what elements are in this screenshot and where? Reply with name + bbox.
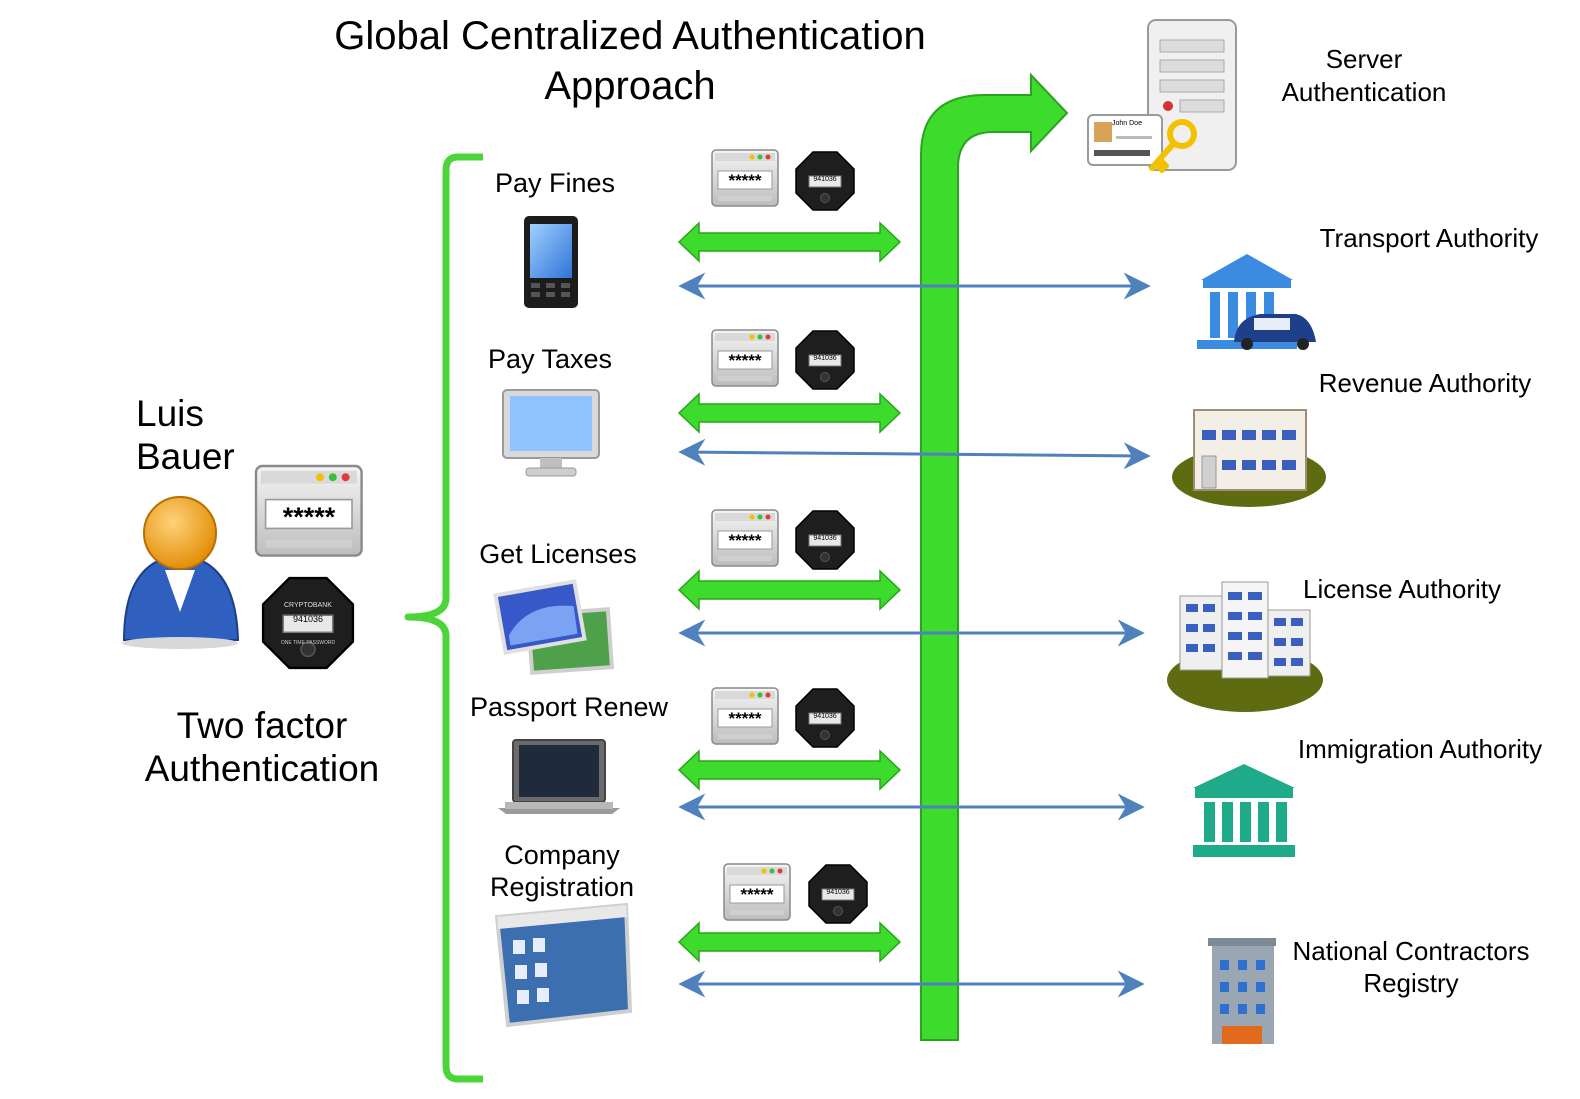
key-icon	[1149, 119, 1197, 173]
id-card-name: John Doe	[1112, 120, 1142, 127]
service-to-bus-arrow	[677, 749, 902, 791]
user-first-name: Luis	[136, 393, 204, 434]
otp-token-code: 941036	[826, 889, 850, 896]
server-label-line2: Authentication	[1281, 77, 1447, 107]
service-label-company-line1: Company	[504, 840, 620, 870]
password-mask: *****	[740, 885, 774, 904]
user-last-name: Bauer	[136, 436, 235, 477]
diagram-title-line2: Approach	[544, 64, 716, 108]
password-mask: *****	[728, 531, 762, 550]
service-to-authority-link	[678, 438, 1151, 470]
user-password-mask: *****	[282, 502, 336, 532]
monitor-icon	[502, 389, 600, 477]
central-authentication-bus	[920, 72, 1069, 1041]
authority-label-revenue: Revenue Authority	[1318, 368, 1532, 398]
picture-icon	[493, 579, 615, 675]
services-bracket	[404, 153, 483, 1083]
two-factor-caption-line2: Authentication	[144, 748, 380, 789]
building-complex-icon	[1167, 581, 1323, 712]
service-label-passport-renew: Passport Renew	[469, 692, 669, 722]
service-to-bus-arrow	[677, 221, 902, 263]
user-token-brand: CRYPTOBANK	[284, 602, 332, 609]
user-token-code: 941036	[292, 614, 324, 624]
service-label-pay-fines: Pay Fines	[494, 168, 616, 198]
otp-token-code: 941036	[813, 535, 837, 542]
service-label-pay-taxes: Pay Taxes	[487, 344, 613, 374]
password-mask: *****	[728, 709, 762, 728]
service-label-get-licenses: Get Licenses	[479, 539, 637, 569]
desktop-screen-icon	[494, 902, 633, 1028]
server-label-line1: Server	[1325, 44, 1403, 74]
password-mask: *****	[728, 171, 762, 190]
diagram-title-line1: Global Centralized Authentication	[334, 14, 926, 58]
authority-label-license: License Authority	[1302, 574, 1501, 604]
office-building-icon	[1172, 409, 1326, 507]
authority-label-immigration: Immigration Authority	[1297, 734, 1543, 764]
authority-label-contractors-line1: National Contractors	[1292, 936, 1530, 966]
laptop-icon	[498, 739, 620, 814]
service-to-bus-arrow	[677, 921, 902, 963]
user-avatar-icon	[122, 496, 240, 649]
otp-token-code: 941036	[813, 176, 837, 183]
authority-label-contractors-line2: Registry	[1363, 968, 1459, 998]
password-mask: *****	[728, 351, 762, 370]
user-token-footer: ONE TIME PASSWORD	[280, 640, 336, 646]
government-building-icon	[1193, 764, 1295, 857]
bank-with-car-icon	[1197, 254, 1316, 350]
otp-token-code: 941036	[813, 713, 837, 720]
service-to-bus-arrow	[677, 392, 902, 434]
phone-icon	[524, 216, 578, 308]
service-to-bus-arrow	[677, 569, 902, 611]
otp-token-code: 941036	[813, 355, 837, 362]
id-card-icon	[1087, 114, 1163, 166]
two-factor-caption-line1: Two factor	[176, 705, 348, 746]
service-label-company-line2: Registration	[489, 872, 635, 902]
authority-label-transport: Transport Authority	[1319, 223, 1539, 253]
tower-building-icon	[1208, 938, 1276, 1044]
